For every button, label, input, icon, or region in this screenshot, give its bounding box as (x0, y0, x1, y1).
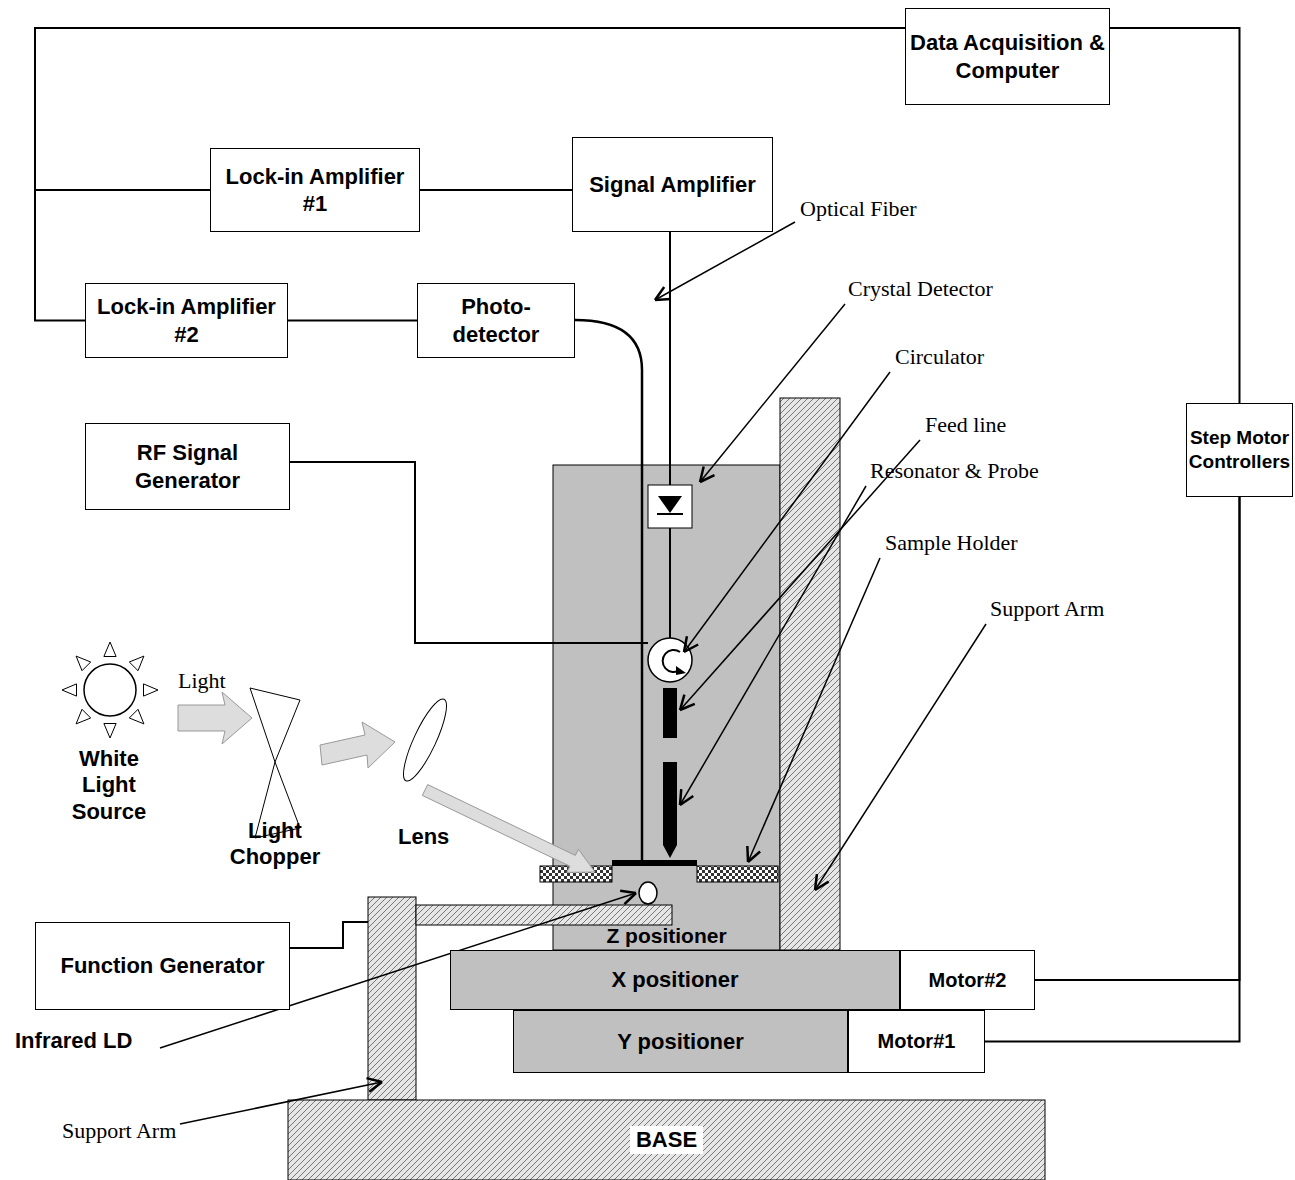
optical-fiber (575, 320, 642, 860)
leader-line (655, 287, 664, 300)
light-beam (320, 722, 395, 768)
light-ray (76, 656, 91, 671)
leader-line (680, 695, 684, 710)
lockin-box: Lock-in Amplifier #1 (210, 148, 420, 232)
signal-wire (420, 189, 572, 191)
base-label: BASE (288, 1100, 1045, 1180)
infrared-ld (639, 882, 657, 904)
leader-line (746, 846, 749, 862)
sample-holder (697, 866, 778, 882)
light-ray (104, 724, 116, 739)
box-text: Motor#1 (878, 1029, 956, 1054)
sample (612, 860, 697, 866)
box-text: Photo-detector (421, 293, 571, 348)
feed-line (663, 688, 677, 738)
support-arm-horizontal (416, 905, 672, 925)
detector-box: Photo-detector (417, 283, 575, 358)
z-positioner: Z positioner (553, 465, 780, 950)
leader-line (815, 624, 986, 890)
leader-line (680, 486, 866, 805)
light-chopper (250, 688, 300, 762)
box-text: X positioner (611, 966, 738, 994)
leader-line (180, 1082, 382, 1124)
signal-wire (35, 28, 905, 321)
amplifier-box: Signal Amplifier (572, 137, 773, 232)
motor-box: Motor#2 (900, 950, 1035, 1010)
circulator-arrow (676, 666, 686, 675)
x-positioner: X positioner (450, 950, 900, 1010)
leader-line (680, 789, 681, 805)
box-text: Z positioner (606, 923, 726, 949)
box-text: Y positioner (617, 1028, 744, 1056)
box-text: Function Generator (60, 952, 264, 980)
part-label: Support Arm (62, 1118, 176, 1144)
leader-line (700, 466, 704, 482)
part-label: Sample Holder (885, 530, 1018, 556)
leader-line (684, 636, 687, 652)
box-text: RF Signal Generator (89, 439, 286, 494)
signal-wire (669, 232, 671, 485)
signal-wire (1035, 497, 1240, 980)
box-text: Step Motor Controllers (1189, 426, 1290, 474)
light-ray (104, 642, 116, 657)
part-label: Support Arm (990, 596, 1104, 622)
light-ray (129, 709, 144, 724)
part-label: Lens (398, 824, 449, 850)
lockin-box: Lock-in Amplifier #2 (85, 283, 288, 358)
signal-wire (288, 320, 417, 322)
leader-line (680, 796, 693, 805)
part-label: Feed line (925, 412, 1006, 438)
light-source (62, 642, 158, 738)
leader-line (748, 558, 880, 862)
box-text: Motor#2 (929, 968, 1007, 993)
part-label: Circulator (895, 344, 984, 370)
part-label: Light Chopper (215, 818, 335, 871)
resonator-probe (663, 762, 677, 845)
leader-line (684, 372, 890, 652)
light-ray (129, 656, 144, 671)
part-label: White Light Source (50, 746, 168, 825)
y-positioner: Y positioner (513, 1010, 848, 1073)
box-text: Lock-in Amplifier #1 (214, 163, 416, 218)
signal-wire (1110, 28, 1240, 403)
diode-symbol (658, 496, 682, 513)
leader-line (366, 1078, 382, 1082)
generator-box: RF Signal Generator (85, 423, 290, 510)
leader-line (624, 893, 636, 904)
box-text: Signal Amplifier (589, 171, 756, 199)
probe-tip (663, 845, 677, 858)
lens (396, 695, 454, 786)
leader-line (815, 874, 817, 890)
part-label: Crystal Detector (848, 276, 993, 302)
light-ray (76, 709, 91, 724)
rf-wire (290, 462, 648, 643)
diode-symbol (657, 513, 683, 515)
leader-line (748, 852, 760, 862)
box-text: Data Acquisition & Computer (909, 29, 1106, 84)
box-text: BASE (630, 1126, 703, 1154)
leader-line (655, 222, 795, 300)
light-beam (178, 692, 252, 744)
light-ray (62, 684, 77, 696)
leader-line (700, 304, 845, 482)
motor-box: Motor#1 (848, 1010, 985, 1073)
leader-line (369, 1082, 382, 1092)
box-text: Lock-in Amplifier #2 (89, 293, 284, 348)
base-block (288, 1100, 1045, 1180)
part-label: Light (178, 668, 226, 694)
computer-box: Data Acquisition & Computer (905, 8, 1110, 105)
controller-box: Step Motor Controllers (1186, 403, 1293, 497)
function-wire (290, 922, 368, 948)
generator-box: Function Generator (35, 922, 290, 1010)
probe-wire (669, 528, 671, 638)
part-label: Infrared LD (15, 1028, 132, 1054)
crystal-detector (648, 485, 692, 528)
support-arm-left (368, 897, 416, 1100)
part-label: Resonator & Probe (870, 458, 1039, 484)
signal-wire (35, 28, 905, 190)
leader-line (620, 891, 636, 893)
light-ray (144, 684, 159, 696)
part-label: Optical Fiber (800, 196, 917, 222)
